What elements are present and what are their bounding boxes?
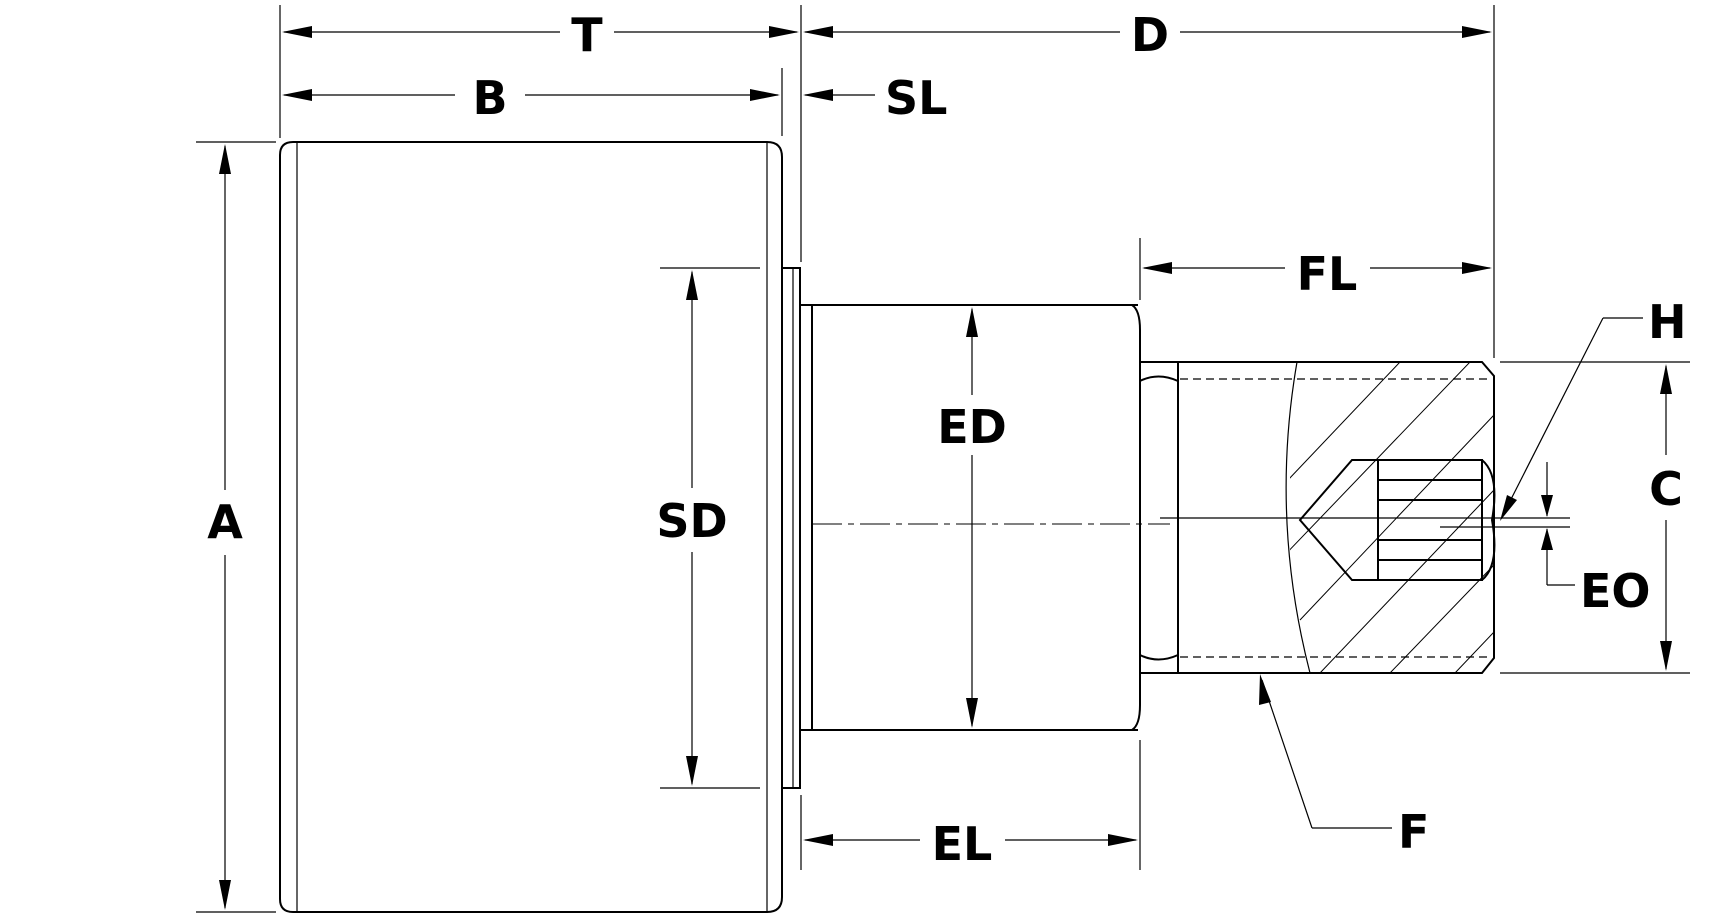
centerline xyxy=(812,517,1570,528)
dimension-eo: EO xyxy=(1541,462,1651,618)
section-hatch xyxy=(1290,363,1495,673)
dimension-ed: ED xyxy=(937,307,1007,728)
label-fl: FL xyxy=(1297,247,1358,301)
label-eo: EO xyxy=(1580,564,1651,618)
dimension-c: C xyxy=(1649,364,1683,671)
label-f: F xyxy=(1398,805,1429,859)
label-a: A xyxy=(207,495,243,549)
label-ed: ED xyxy=(937,400,1007,454)
extension-lines xyxy=(196,5,1690,913)
stud-body xyxy=(800,304,1141,731)
label-sd: SD xyxy=(656,494,727,548)
dimension-sl: SL xyxy=(803,71,947,125)
dimension-el: EL xyxy=(803,817,1138,871)
label-h: H xyxy=(1648,295,1687,349)
dimension-a: A xyxy=(207,144,243,910)
dimension-b: B xyxy=(282,71,780,125)
dimension-t: T xyxy=(282,8,799,62)
label-sl: SL xyxy=(885,71,947,125)
label-d: D xyxy=(1131,8,1169,62)
label-t: T xyxy=(571,8,603,62)
undercut-groove xyxy=(1139,361,1179,674)
dimension-sd: SD xyxy=(656,270,728,786)
side-plate xyxy=(781,267,801,789)
leader-f: F xyxy=(1259,674,1429,859)
leader-h: H xyxy=(1500,295,1687,521)
label-el: EL xyxy=(932,817,993,871)
roller-outer-ring xyxy=(279,141,783,913)
hex-socket xyxy=(1298,459,1496,581)
dimension-fl: FL xyxy=(1142,247,1492,301)
label-b: B xyxy=(472,71,507,125)
dimension-d: D xyxy=(803,8,1492,62)
label-c: C xyxy=(1649,462,1683,516)
